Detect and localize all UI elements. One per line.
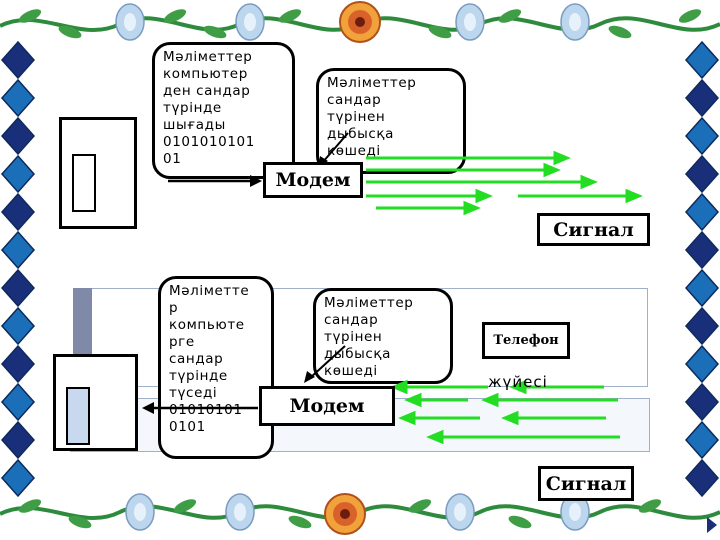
telephone-system-label: жүйесі: [488, 373, 548, 391]
flower-icon: [115, 1, 590, 43]
bubble-pointer-bottom: [309, 345, 346, 379]
signal-box-top: Сигнал: [537, 213, 650, 246]
diamond-icon: [684, 40, 720, 498]
signal-box-bottom: Сигнал: [538, 466, 634, 501]
bubble-computer-output: Мәліметтер компьютер ден сандар түрінде …: [152, 42, 295, 179]
signal-arrows-bottom: [390, 379, 620, 445]
modem-box-bottom: Модем: [259, 386, 395, 426]
computer-screen: [66, 387, 90, 445]
telephone-box: Телефон: [482, 322, 570, 359]
left-diamond-border: [0, 40, 36, 500]
bubble-signal-conversion-bottom: Мәліметтер сандар түрінен дыбысқа көшеді: [313, 288, 453, 384]
right-diamond-border: [684, 40, 720, 500]
play-triangle-icon[interactable]: [706, 516, 718, 534]
computer-bottom: [53, 354, 138, 451]
modem-box-top: Модем: [263, 162, 363, 198]
computer-top: [59, 117, 137, 229]
computer-screen: [72, 154, 96, 212]
flower-icon: [125, 493, 590, 535]
top-floral-border: [0, 0, 720, 48]
diamond-icon: [0, 40, 36, 498]
leaf-vine-icon: [0, 1, 720, 43]
bubble-signal-conversion: Мәліметтер сандар түрінен дыбысқа көшеді: [316, 68, 466, 174]
leaf-vine-icon: [0, 493, 720, 535]
signal-arrows-top: [366, 150, 643, 216]
bubble-pointer-top: [321, 132, 349, 164]
bubble-computer-input: Мәліметте р компьюте рге сандар түрінде …: [158, 276, 274, 459]
